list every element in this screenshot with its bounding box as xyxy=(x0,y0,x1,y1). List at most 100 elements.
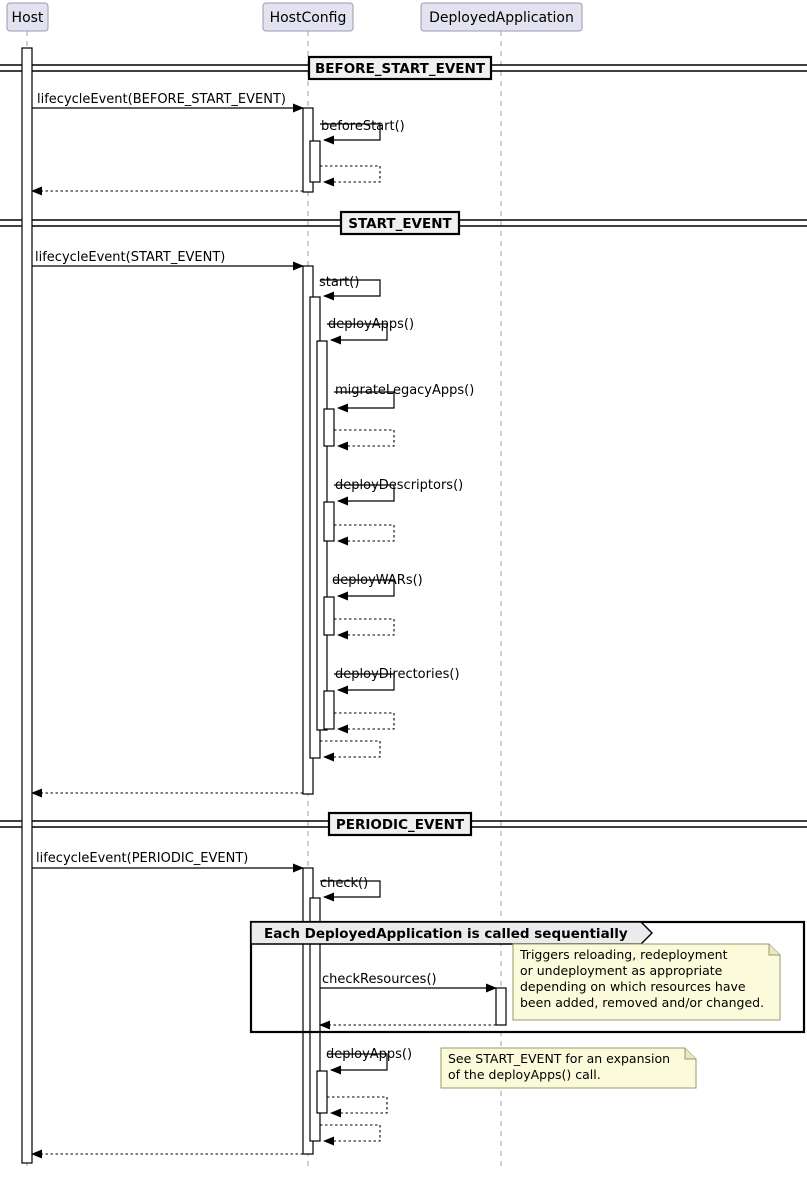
message-m18: lifecycleEvent(PERIODIC_EVENT) xyxy=(32,851,304,873)
message-label: deployApps() xyxy=(328,317,414,332)
message-label: deployApps() xyxy=(326,1047,412,1062)
group-label: Each DeployedApplication is called seque… xyxy=(264,926,628,942)
activation-bar xyxy=(323,408,335,447)
participant-label-deployedapp: DeployedApplication xyxy=(429,10,574,26)
message-label: lifecycleEvent(BEFORE_START_EVENT) xyxy=(37,92,286,107)
message-m19: check() xyxy=(320,876,381,902)
self-call-arrow xyxy=(320,279,381,301)
activation-bar xyxy=(309,140,321,183)
messages-layer: lifecycleEvent(BEFORE_START_EVENT)before… xyxy=(31,92,497,1159)
message-label: checkResources() xyxy=(322,972,437,987)
message-m7: deployApps() xyxy=(327,317,414,345)
message-m9 xyxy=(334,429,395,451)
note-body xyxy=(512,943,781,1021)
dividers-layer: BEFORE_START_EVENT START_EVENT PERIODIC_EV… xyxy=(0,55,807,837)
message-m11 xyxy=(334,524,395,546)
divider-label: BEFORE_START_EVENT xyxy=(315,61,486,77)
lifelines-layer xyxy=(26,31,502,1167)
message-m6: start() xyxy=(319,275,381,301)
message-m3 xyxy=(320,165,381,187)
note-fold-corner xyxy=(768,944,780,956)
message-label: beforeStart() xyxy=(321,119,405,134)
divider-label-box xyxy=(339,210,461,236)
self-return-arrow xyxy=(320,1124,381,1146)
message-m2: beforeStart() xyxy=(320,119,405,145)
activation-bar xyxy=(323,690,335,730)
self-call-arrow xyxy=(327,323,388,345)
message-m10: deployDescriptors() xyxy=(334,478,463,506)
message-m20: checkResources() xyxy=(320,972,497,993)
participant-box-deployedapp xyxy=(420,2,583,32)
note-body xyxy=(440,1047,697,1089)
message-label: lifecycleEvent(PERIODIC_EVENT) xyxy=(36,851,248,866)
self-call-arrow xyxy=(334,579,395,601)
self-call-arrow xyxy=(320,880,381,902)
participant-box-hostconfig xyxy=(262,2,354,32)
activation-bar xyxy=(323,596,335,636)
message-m16 xyxy=(320,740,381,762)
note-line: See START_EVENT for an expansion xyxy=(448,1051,670,1066)
self-call-arrow xyxy=(334,484,395,506)
message-label: deployDescriptors() xyxy=(335,478,463,493)
participant-host: Host xyxy=(6,2,49,32)
message-m8: migrateLegacyApps() xyxy=(334,383,474,413)
self-call-arrow xyxy=(334,673,395,695)
message-m23 xyxy=(327,1096,388,1118)
self-return-arrow xyxy=(327,1096,388,1118)
note-line: of the deployApps() call. xyxy=(448,1067,601,1082)
self-return-arrow xyxy=(334,429,395,451)
message-m12: deployWARs() xyxy=(332,573,423,601)
message-m15 xyxy=(334,712,395,734)
message-m5: lifecycleEvent(START_EVENT) xyxy=(32,250,304,271)
note-line: been added, removed and/or changed. xyxy=(520,995,764,1010)
participants-layer: Host HostConfig DeployedApplication xyxy=(6,2,583,32)
divider-periodic: PERIODIC_EVENT xyxy=(0,811,807,837)
divider-label-box xyxy=(307,55,493,81)
self-return-arrow xyxy=(320,165,381,187)
activations-layer xyxy=(21,47,507,1164)
message-label: deployWARs() xyxy=(332,573,423,588)
self-call-arrow xyxy=(327,1053,388,1075)
group-tab xyxy=(250,921,653,945)
message-label: start() xyxy=(319,275,359,290)
message-label: migrateLegacyApps() xyxy=(335,383,474,398)
participant-box-host xyxy=(6,2,49,32)
activation-bar xyxy=(316,1070,328,1114)
note-line: depending on which resources have xyxy=(520,979,746,994)
activation-bar xyxy=(323,501,335,542)
participant-label-host: Host xyxy=(12,10,44,26)
participant-deployedapp: DeployedApplication xyxy=(420,2,583,32)
message-m1: lifecycleEvent(BEFORE_START_EVENT) xyxy=(32,92,304,113)
activation-bar xyxy=(495,987,507,1026)
message-label: check() xyxy=(320,876,368,891)
groups-layer: Each DeployedApplication is called seque… xyxy=(249,920,806,1034)
message-m14: deployDirectories() xyxy=(334,667,460,695)
group-each-deployedapplication: Each DeployedApplication is called seque… xyxy=(249,920,806,1034)
note-line: Triggers reloading, redeployment xyxy=(519,947,728,962)
self-return-arrow xyxy=(334,524,395,546)
note-line: or undeployment as appropriate xyxy=(520,963,723,978)
self-return-arrow xyxy=(334,618,395,640)
self-call-arrow xyxy=(334,391,395,413)
self-return-arrow xyxy=(320,740,381,762)
divider-start: START_EVENT xyxy=(0,210,807,236)
participant-hostconfig: HostConfig xyxy=(262,2,354,32)
message-m13 xyxy=(334,618,395,640)
activation-bar xyxy=(21,47,33,1164)
note-fold-corner xyxy=(684,1048,696,1060)
self-call-arrow xyxy=(320,123,381,145)
message-m22: deployApps() xyxy=(326,1047,412,1075)
message-label: deployDirectories() xyxy=(335,667,460,682)
divider-label: START_EVENT xyxy=(348,216,452,232)
participant-label-hostconfig: HostConfig xyxy=(270,10,347,26)
message-m24 xyxy=(320,1124,381,1146)
self-return-arrow xyxy=(334,712,395,734)
message-label: lifecycleEvent(START_EVENT) xyxy=(35,250,225,265)
divider-label: PERIODIC_EVENT xyxy=(336,817,465,833)
divider-label-box xyxy=(327,811,473,837)
divider-before-start: BEFORE_START_EVENT xyxy=(0,55,807,81)
